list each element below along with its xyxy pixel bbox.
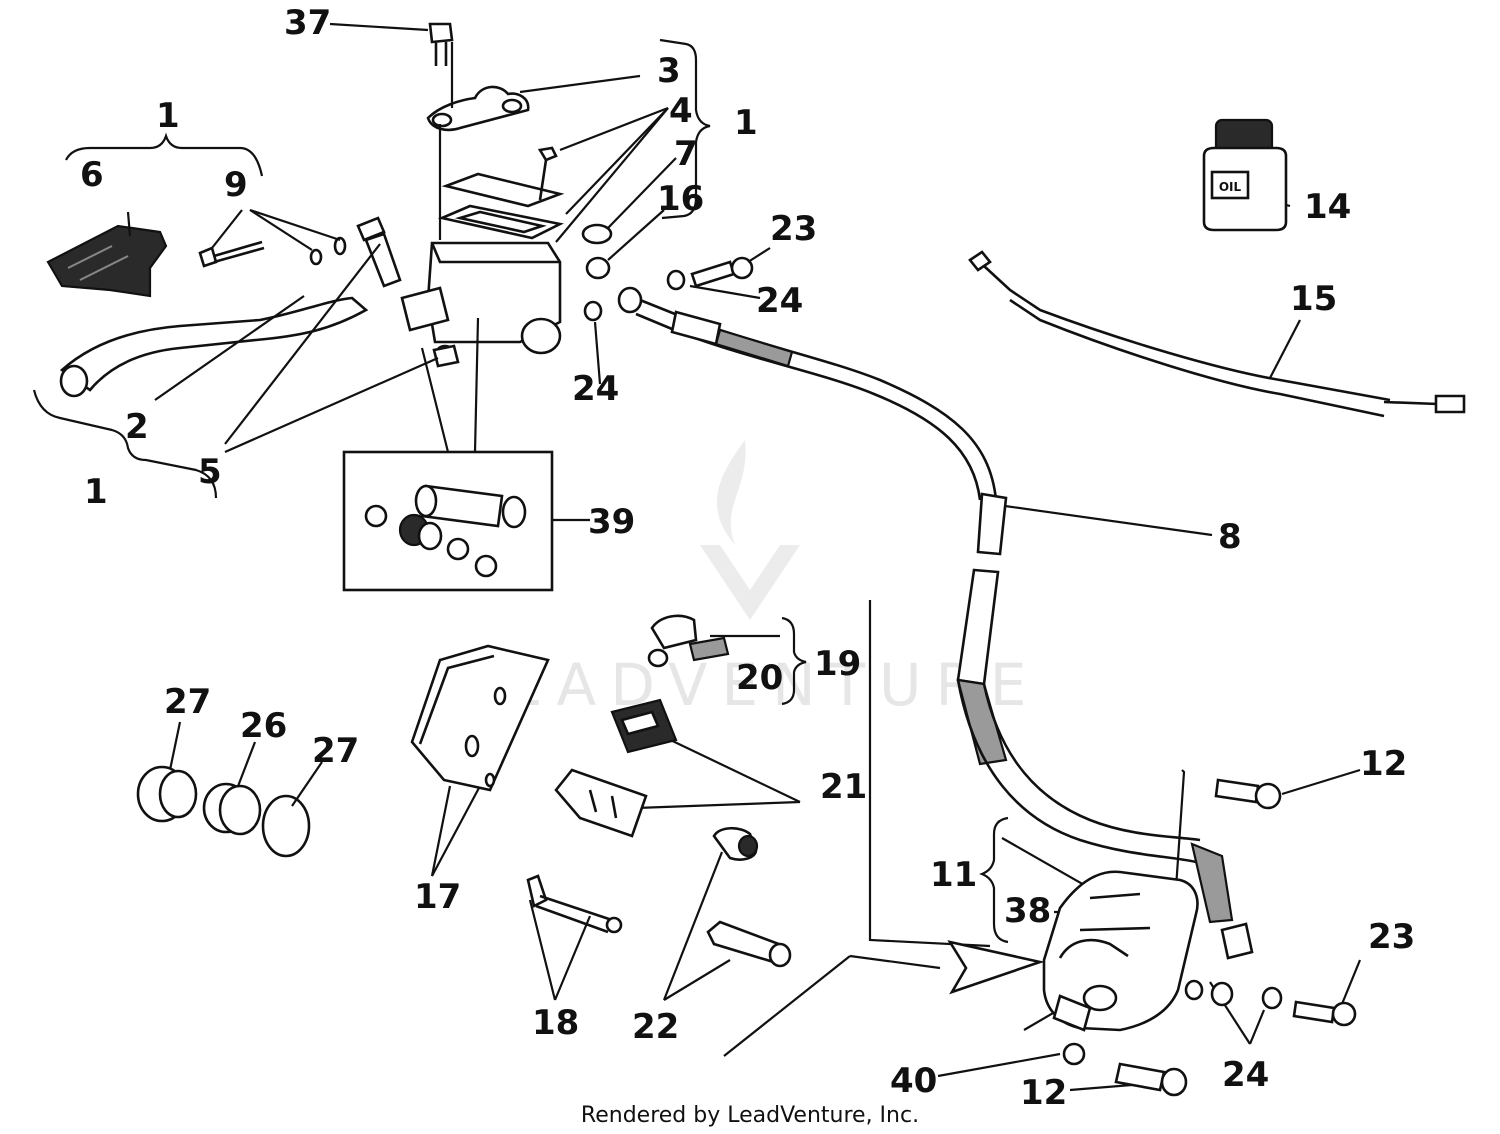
pivot-nut-part (432, 344, 460, 368)
brake-pad-lower-part (554, 768, 648, 838)
callout-1-lever: 1 (84, 472, 108, 512)
callout-19: 19 (814, 644, 861, 684)
leadventure-watermark: LEADVENTURE (460, 440, 1041, 719)
callout-17: 17 (414, 877, 461, 917)
brake-hose-part (635, 298, 1254, 960)
sight-glass-part (581, 223, 613, 245)
callout-15: 15 (1290, 279, 1337, 319)
brake-caliper-part (1042, 870, 1199, 1032)
caliper-piston-part (202, 782, 262, 836)
clamp-bolt-part (428, 22, 454, 66)
banjo-bolt-bottom-part (1292, 1000, 1357, 1027)
group-bracket-caliper (979, 816, 1009, 944)
callout-26: 26 (240, 706, 287, 746)
callout-12-top: 12 (1360, 744, 1407, 784)
callout-4: 4 (669, 91, 693, 131)
washer-caliper-a-part (1184, 979, 1204, 1001)
cap-seal-part (585, 256, 611, 280)
callout-11: 11 (930, 855, 977, 895)
reservoir-cap-part (441, 172, 565, 208)
callout-27-right: 27 (312, 731, 359, 771)
callout-24-mid: 24 (572, 369, 619, 409)
callout-24-bottom: 24 (1222, 1055, 1269, 1095)
caliper-sleeve-lower-part (706, 920, 792, 968)
footer-credit: Rendered by LeadVenture, Inc. (581, 1103, 919, 1128)
brake-lever-part (59, 296, 369, 398)
callout-40: 40 (890, 1061, 937, 1101)
pad-pin-part (526, 874, 623, 934)
washer-top-part (666, 269, 686, 291)
guard-bolt-part (198, 236, 347, 268)
callout-14: 14 (1304, 187, 1351, 227)
callout-23-bottom: 23 (1368, 917, 1415, 957)
hose-banjo-top-part (617, 286, 643, 314)
callout-2: 2 (125, 407, 149, 447)
group-bracket-master (659, 38, 711, 220)
bleeder-screw-part (647, 614, 730, 668)
callout-38: 38 (1004, 891, 1051, 931)
callout-18: 18 (532, 1003, 579, 1043)
brake-pad-upper-part (610, 698, 678, 754)
callout-22: 22 (632, 1007, 679, 1047)
callout-5: 5 (198, 452, 222, 492)
master-cylinder-part (400, 241, 562, 360)
group-bracket-lever (32, 389, 218, 499)
callout-1-guard: 1 (156, 96, 180, 136)
piston-kit-part (342, 450, 554, 592)
callout-9: 9 (224, 165, 248, 205)
callout-37: 37 (284, 3, 331, 43)
callout-16: 16 (657, 179, 704, 219)
lever-guard-part (46, 224, 168, 298)
pivot-bolt-part (356, 216, 402, 288)
callout-39: 39 (588, 502, 635, 542)
group-bracket-bleeder (781, 616, 807, 706)
arrow-head (947, 940, 1045, 995)
callout-8: 8 (1218, 517, 1242, 557)
callout-27-left: 27 (164, 682, 211, 722)
brake-fluid-bottle-part: OIL (1202, 118, 1288, 232)
caliper-bolt-top-part (1214, 778, 1282, 810)
hose-banjo-bottom-part (1210, 981, 1234, 1007)
callout-21: 21 (820, 767, 867, 807)
oil-label: OIL (1219, 180, 1242, 194)
switch-cable-part (968, 250, 1466, 418)
clamp-part (426, 85, 530, 132)
callout-23-top: 23 (770, 209, 817, 249)
caliper-bracket-part (410, 644, 550, 792)
washer-40-part (1062, 1042, 1086, 1066)
callout-12-bottom: 12 (1020, 1073, 1067, 1113)
callout-7: 7 (674, 134, 698, 174)
reservoir-gasket-part (437, 204, 564, 240)
washer-mid-part (583, 300, 603, 322)
banjo-bolt-top-part (690, 256, 754, 288)
callout-3: 3 (657, 51, 681, 91)
caliper-sleeve-upper-part (712, 826, 759, 861)
caliper-bolt-bottom-part (1114, 1062, 1188, 1097)
callout-20: 20 (736, 658, 783, 698)
callout-1-master: 1 (734, 103, 758, 143)
callout-labels: 37 3 4 1 7 16 1 6 9 2 5 1 23 24 24 14 15… (80, 3, 1415, 1113)
arrow-line-lower (849, 954, 941, 970)
washer-caliper-b-part (1261, 986, 1283, 1010)
group-bracket-guard (65, 132, 264, 177)
watermark-text: LEADVENTURE (460, 651, 1041, 719)
callout-6: 6 (80, 155, 104, 195)
cap-screw-part (537, 146, 558, 201)
callout-24-top: 24 (756, 281, 803, 321)
piston-seal-part (136, 765, 198, 823)
dust-seal-part (261, 794, 311, 858)
